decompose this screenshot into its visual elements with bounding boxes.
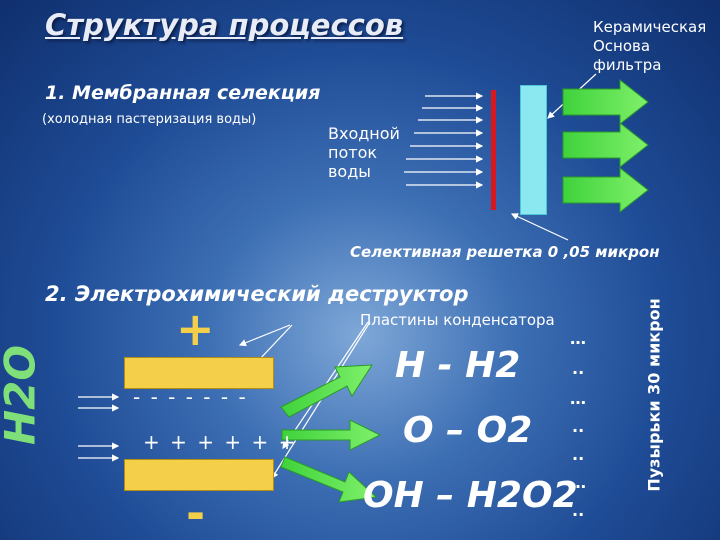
capacitor-plate-bottom: [124, 459, 274, 491]
ceramic-filter: [520, 85, 547, 215]
inflow-arrows: [404, 92, 484, 189]
capacitor-plate-top: [124, 357, 274, 389]
section2-heading: 2. Электрохимический деструктор: [45, 282, 469, 306]
bubbles-label: Пузырьки 30 микрон: [644, 298, 664, 492]
inflow-label: Входной поток воды: [328, 124, 400, 181]
plates-label: Пластины конденсатора: [360, 311, 555, 329]
selective-membrane: [491, 90, 496, 210]
bubble-dots: ..: [572, 417, 585, 436]
bubble-dots: …: [570, 473, 586, 492]
formula-peroxide: ОН – Н2О2: [363, 475, 578, 516]
negative-charges: - - - - - - -: [133, 385, 248, 409]
section1-subtitle: (холодная пастеризация воды): [42, 112, 257, 127]
grid-label: Селективная решетка 0 ,05 микрон: [350, 243, 660, 261]
ceramic-label: Керамическая Основа фильтра: [593, 18, 707, 74]
bubble-dots: ..: [572, 359, 585, 378]
plate-arrows: [280, 364, 382, 503]
positive-charges: + + + + + +: [143, 430, 298, 454]
output-arrows: [562, 78, 649, 214]
water-label: H2O: [0, 344, 45, 446]
minus-sign: -: [186, 486, 206, 540]
formula-hydrogen: Н - Н2: [395, 345, 521, 386]
bubble-dots: …: [570, 389, 586, 408]
bubble-dots: ..: [572, 501, 585, 520]
bubble-dots: ..: [572, 445, 585, 464]
section1-heading: 1. Мембранная селекция: [45, 82, 321, 104]
bubble-dots: …: [570, 329, 586, 348]
page-title: Структура процессов: [45, 8, 404, 42]
plus-sign: +: [176, 302, 215, 356]
formula-oxygen: О – О2: [403, 410, 533, 451]
